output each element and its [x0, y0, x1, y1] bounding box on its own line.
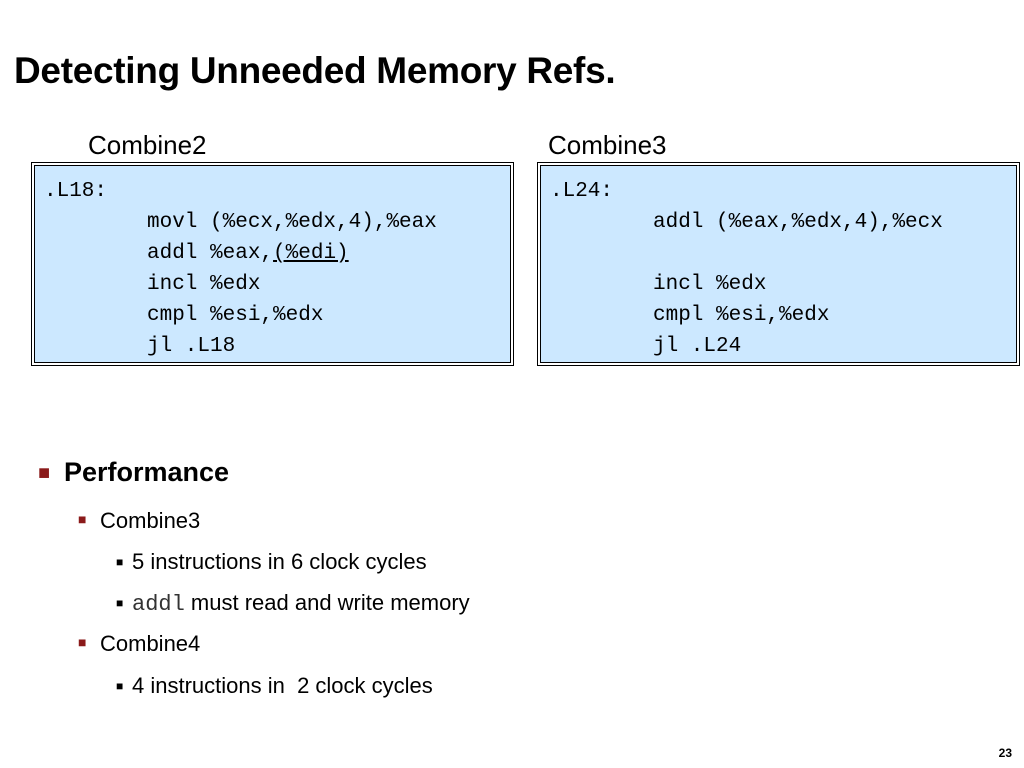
bullet-text: 5 instructions in 6 clock cycles	[132, 549, 427, 574]
code-line: addl (%eax,%edx,4),%ecx	[653, 211, 943, 234]
code-addl-prefix: addl %eax,	[147, 242, 274, 265]
slide-title: Detecting Unneeded Memory Refs.	[14, 50, 616, 91]
bullet-combine3: ■ Combine3	[78, 508, 200, 534]
code-line: cmpl %esi,%edx	[653, 304, 830, 327]
bullet-c3-item2: ■ addl must read and write memory	[116, 590, 470, 617]
code-line: cmpl %esi,%edx	[147, 304, 324, 327]
bullet-c3-item1: ■ 5 instructions in 6 clock cycles	[116, 549, 427, 575]
code-line: incl %edx	[147, 273, 261, 296]
page-number: 23	[998, 746, 1012, 760]
code-line: addl %eax,(%edi)	[44, 238, 510, 269]
square-bullet-icon: ■	[38, 462, 51, 484]
combine2-label: Combine2	[88, 130, 207, 160]
bullet-text: Combine3	[100, 508, 201, 533]
bullet-performance: ■ Performance	[38, 457, 229, 488]
small-square-bullet-icon: ■	[116, 679, 124, 693]
code-label-line: .L24:	[550, 180, 614, 203]
combine3-label: Combine3	[548, 130, 667, 160]
code-line: incl %edx	[653, 273, 767, 296]
code-label-line: .L18:	[44, 180, 108, 203]
inline-code: addl	[132, 592, 185, 617]
code-line: movl (%ecx,%edx,4),%eax	[147, 211, 437, 234]
bullet-text: Combine4	[100, 631, 201, 656]
bullet-text: 4 instructions in 2 clock cycles	[132, 673, 433, 698]
combine2-code-box: .L18: movl (%ecx,%edx,4),%eax addl %eax,…	[31, 162, 514, 366]
code-line: jl .L24	[653, 335, 742, 358]
bullet-text: must read and write memory	[184, 590, 470, 615]
square-bullet-icon: ■	[78, 634, 87, 650]
square-bullet-icon: ■	[78, 511, 87, 527]
bullet-c4-item1: ■ 4 instructions in 2 clock cycles	[116, 673, 433, 699]
code-line	[550, 238, 1016, 269]
bullet-combine4: ■ Combine4	[78, 631, 200, 657]
bullet-text: Performance	[64, 457, 230, 487]
small-square-bullet-icon: ■	[116, 596, 124, 610]
code-memory-operand: (%edi)	[273, 242, 349, 265]
combine3-code-box: .L24: addl (%eax,%edx,4),%ecx incl %edx …	[537, 162, 1020, 366]
small-square-bullet-icon: ■	[116, 555, 124, 569]
code-line: jl .L18	[147, 335, 236, 358]
